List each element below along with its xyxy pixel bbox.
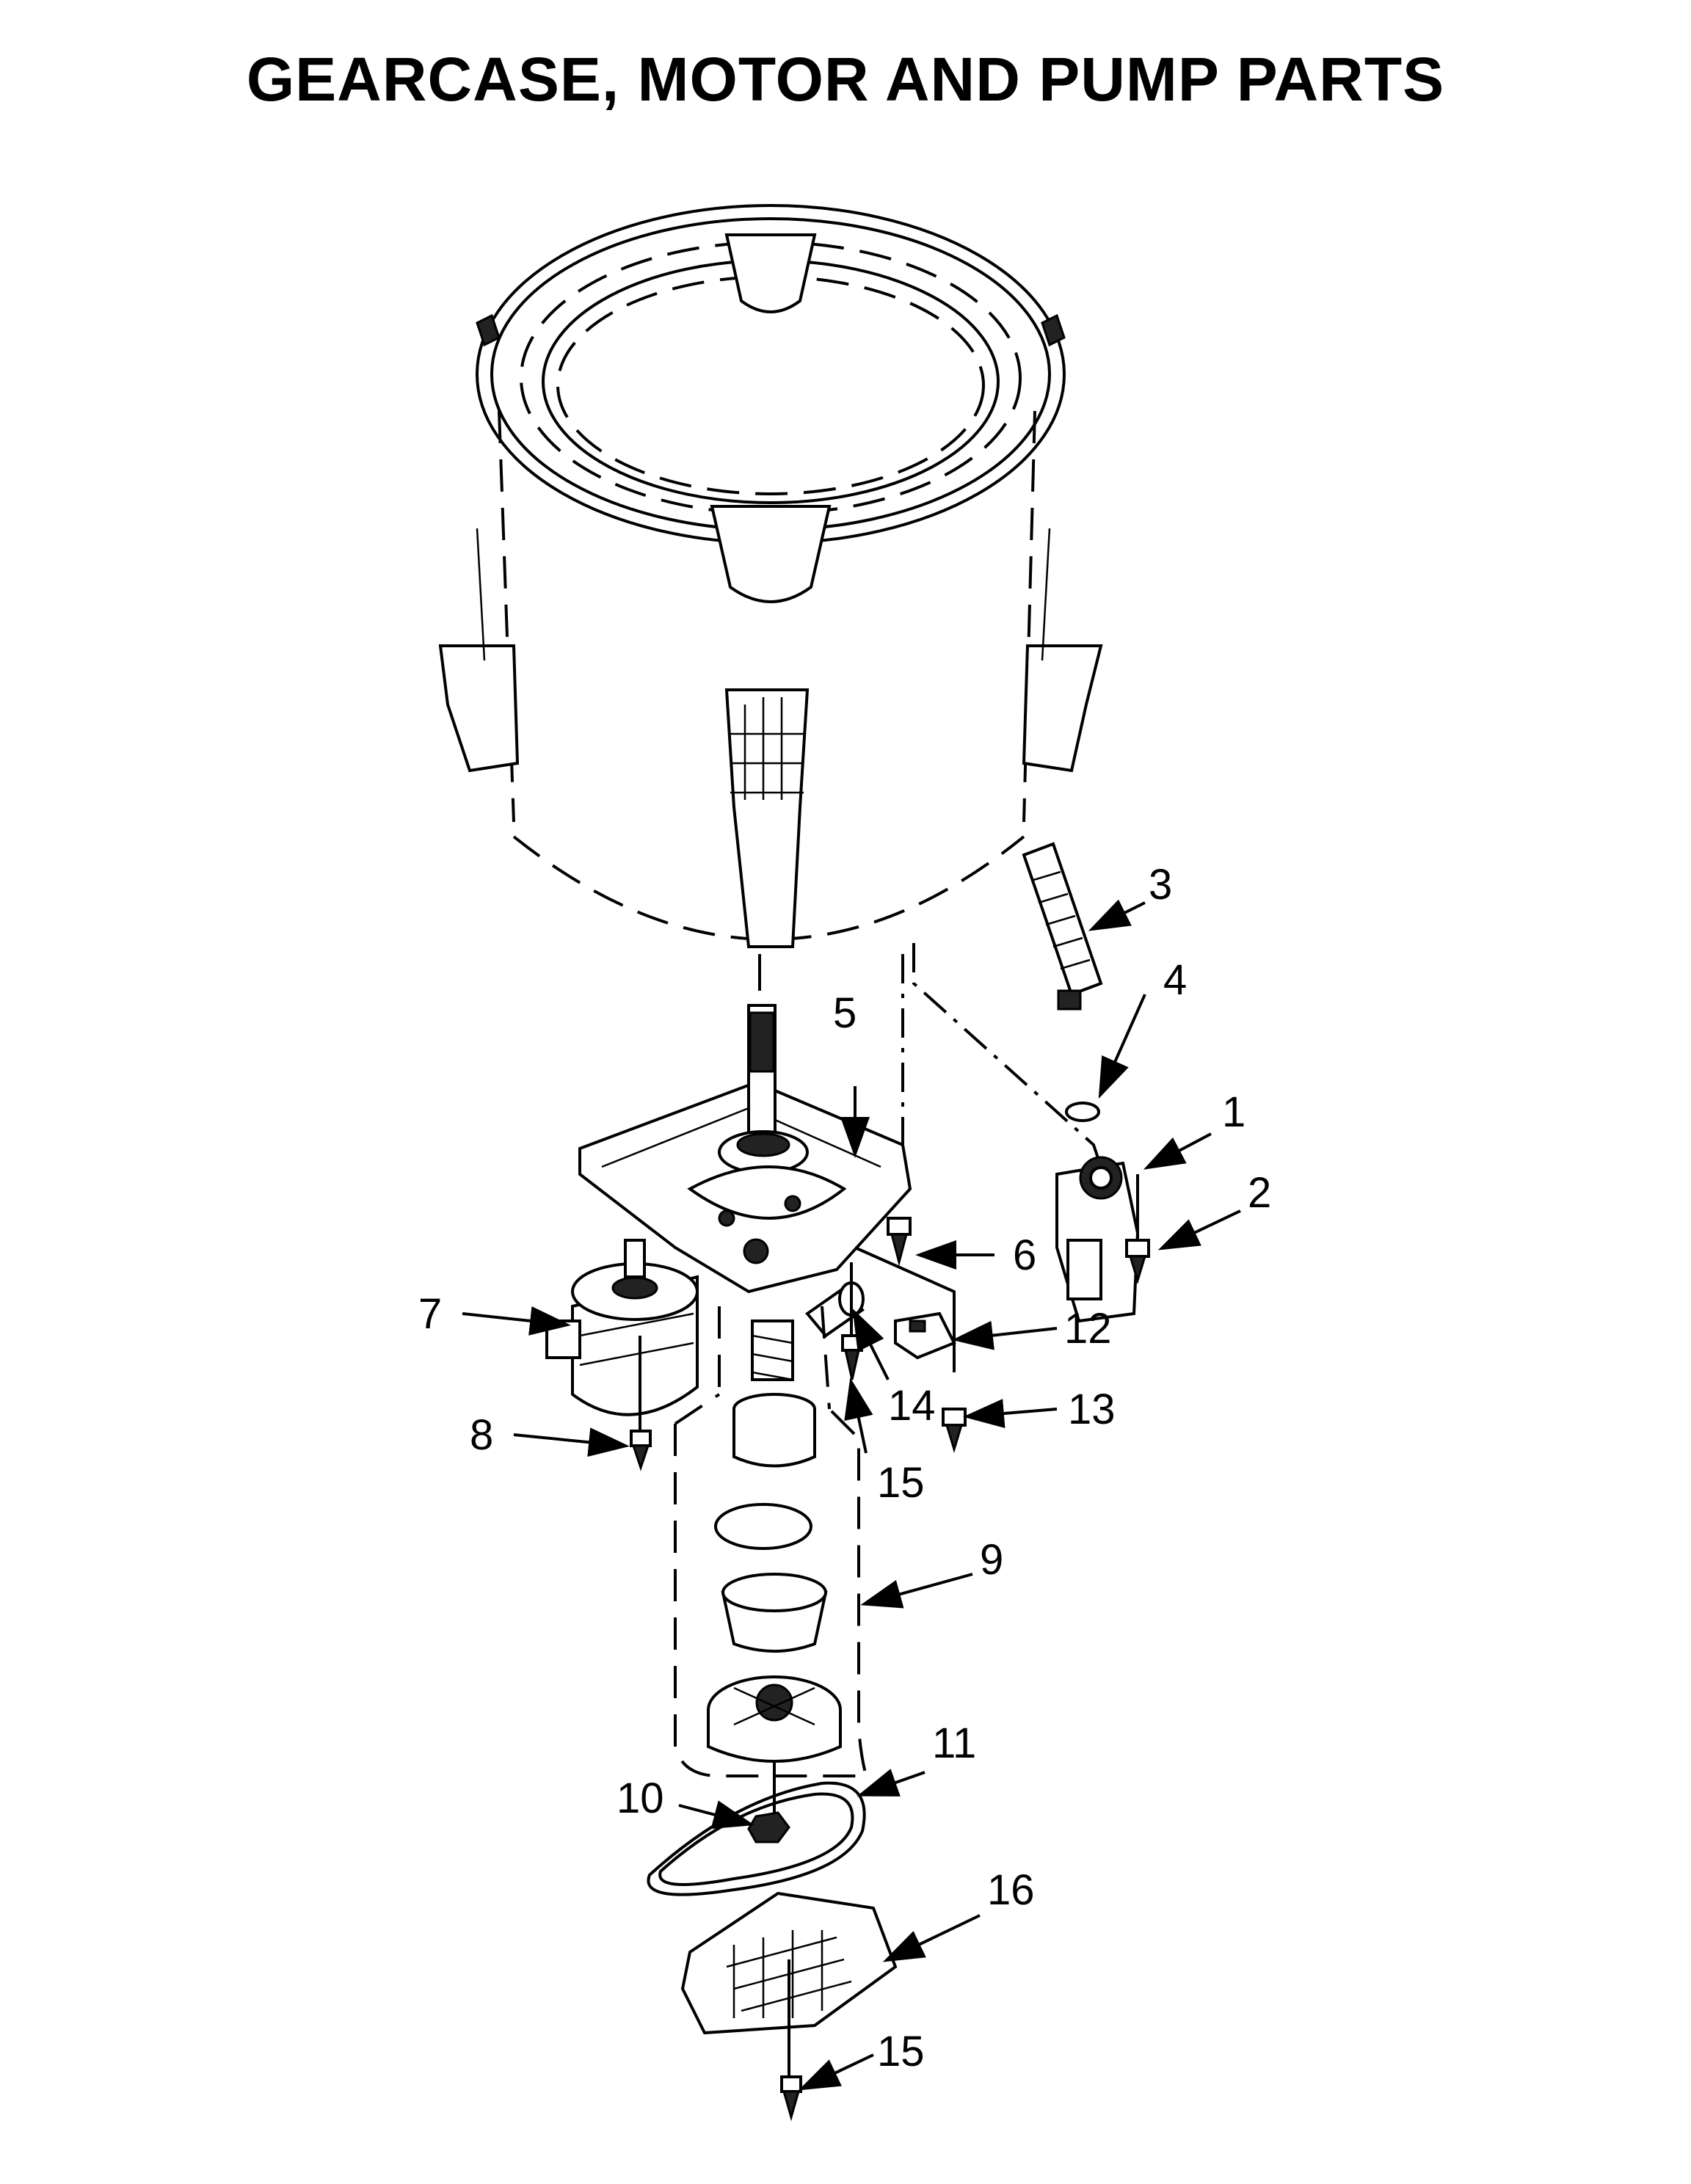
callout-9: 9 xyxy=(980,1536,1003,1584)
callout-12: 12 xyxy=(1064,1305,1112,1353)
callout-10: 10 xyxy=(617,1774,664,1822)
callout-16: 16 xyxy=(987,1866,1035,1914)
screw-part-6 xyxy=(887,1217,912,1267)
callout-3: 3 xyxy=(1149,861,1172,909)
drain-hose-part-3 xyxy=(1022,842,1103,1011)
callout-5: 5 xyxy=(833,989,857,1037)
outer-tub xyxy=(438,204,1103,948)
callout-1: 1 xyxy=(1222,1088,1245,1136)
screw-part-8 xyxy=(630,1336,652,1471)
callout-11: 11 xyxy=(932,1719,976,1767)
nut-part-10 xyxy=(747,1811,790,1843)
callout-15-lower: 15 xyxy=(877,2028,925,2075)
capacitor-part-14 xyxy=(805,1281,865,1338)
callout-2: 2 xyxy=(1248,1169,1271,1217)
hose-clamp-part-4 xyxy=(1065,1102,1100,1122)
callout-6: 6 xyxy=(1013,1231,1036,1279)
callout-13: 13 xyxy=(1068,1386,1116,1433)
page-title: GEARCASE, MOTOR AND PUMP PARTS xyxy=(246,45,1445,114)
clutch-kit-part-9 xyxy=(674,1306,868,1813)
callout-leaders xyxy=(462,899,1241,2091)
callout-14: 14 xyxy=(888,1382,936,1430)
drain-pump-part-1 xyxy=(1055,1156,1140,1323)
belt-shield-part-16 xyxy=(680,1891,898,2077)
callout-8: 8 xyxy=(470,1411,493,1459)
gearcase-part-5 xyxy=(578,1004,912,1294)
callout-4: 4 xyxy=(1163,956,1187,1004)
screw-part-15-lower xyxy=(780,2075,802,2122)
callout-15-upper: 15 xyxy=(877,1459,925,1507)
lid-switch-part-12 xyxy=(854,1246,956,1372)
callout-7: 7 xyxy=(418,1290,442,1338)
motor-part-7 xyxy=(545,1239,699,1416)
screw-part-13 xyxy=(942,1408,967,1454)
screw-part-2 xyxy=(1125,1174,1150,1285)
